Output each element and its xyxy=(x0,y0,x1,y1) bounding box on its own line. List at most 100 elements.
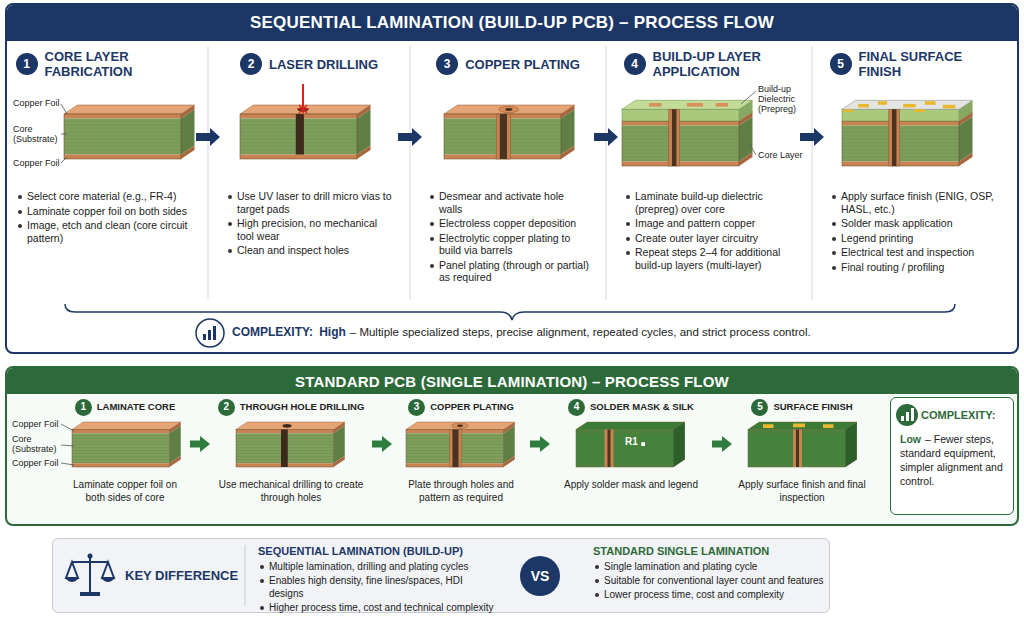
bullet-item: Repeat steps 2–4 for additional build-up… xyxy=(624,246,796,271)
bullet-item: Panel plating (through or partial) as re… xyxy=(428,259,590,284)
bullet-item: Desmear and activate hole walls xyxy=(428,190,590,215)
bullet-list: Use UV laser to drill micro vias to targ… xyxy=(226,190,394,259)
part-label: Copper Foil xyxy=(12,419,60,429)
bullet-item: Image, etch and clean (core circuit patt… xyxy=(16,219,192,244)
step-number: VS xyxy=(531,569,550,583)
step-number: 4 xyxy=(631,58,638,70)
section-heading: SEQUENTIAL LAMINATION (BUILD-UP PCB) – P… xyxy=(250,13,774,33)
process-step: 5 SURFACE FINISH Apply surface finish and … xyxy=(732,396,872,511)
complexity-heading: COMPLEXITY: xyxy=(921,409,995,421)
section-heading: STANDARD PCB (SINGLE LAMINATION) – PROCE… xyxy=(295,373,729,390)
comparison-column: SEQUENTIAL LAMINATION (BUILD-UP)Multiple… xyxy=(258,544,494,615)
step-header: 5 SURFACE FINISH xyxy=(732,396,872,418)
step-description: Apply surface finish and final inspectio… xyxy=(736,478,868,504)
process-step: 4 BUILD-UP LAYER APPLICATION Laminate buil… xyxy=(618,44,800,306)
bullet-item: Enables high density, fine lines/spaces,… xyxy=(258,574,494,600)
step-number: 2 xyxy=(223,402,229,412)
part-label: Copper Foil xyxy=(12,458,60,468)
step-header: 4 BUILD-UP LAYER APPLICATION xyxy=(618,44,800,84)
key-difference-box: KEY DIFFERENCE SEQUENTIAL LAMINATION (BUI… xyxy=(52,538,830,613)
bullet-item: Solder mask application xyxy=(830,217,1008,230)
bullet-item: Suitable for conventional layer count an… xyxy=(593,574,829,587)
bullet-item: High precision, no mechanical tool wear xyxy=(226,217,394,242)
bullet-item: Create outer layer circuitry xyxy=(624,232,796,245)
header-band: SEQUENTIAL LAMINATION (BUILD-UP PCB) – P… xyxy=(7,5,1017,41)
complexity-box: COMPLEXITY:Low– Fewer steps, standard eq… xyxy=(890,397,1014,515)
flow-arrow xyxy=(398,128,422,146)
step-number-circle: VS xyxy=(520,556,560,596)
part-label: Core (Substrate) xyxy=(12,434,60,454)
bullet-item: Apply surface finish (ENIG, OSP, HASL, e… xyxy=(830,190,1008,215)
bullet-item: Laminate copper foil on both sides xyxy=(16,205,192,218)
bullet-list: Laminate build-up dielectric (prepreg) o… xyxy=(624,190,796,273)
step-number-circle: 2 xyxy=(240,53,262,75)
bullet-item: Lower process time, cost and complexity xyxy=(593,588,829,601)
section-panel: SEQUENTIAL LAMINATION (BUILD-UP PCB) – P… xyxy=(5,3,1019,354)
step-number-circle: 3 xyxy=(408,399,425,416)
bullet-item: Single lamination and plating cycle xyxy=(593,560,829,573)
header-band: STANDARD PCB (SINGLE LAMINATION) – PROCE… xyxy=(7,368,1017,394)
comparison-column: STANDARD SINGLE LAMINATION Single laminat… xyxy=(593,544,829,602)
complexity-level: Low xyxy=(900,433,921,445)
bullet-item: Final routing / profiling xyxy=(830,261,1008,274)
bullet-item: Image and pattern copper xyxy=(624,217,796,230)
flow-arrow xyxy=(530,436,550,452)
process-step: 2 LASER DRILLING Use UV laser to drill mic… xyxy=(220,44,398,306)
step-title: SOLDER MASK & SILK xyxy=(590,401,694,413)
flow-arrow xyxy=(800,128,824,146)
step-number: 5 xyxy=(837,58,844,70)
step-title: COPPER PLATING xyxy=(430,401,514,413)
process-step: 3 COPPER PLATING Plate through holes and p… xyxy=(392,396,530,511)
step-number-circle: 3 xyxy=(436,53,458,75)
complexity-row: COMPLEXITY:High– Multiple specialized st… xyxy=(232,325,811,339)
step-number-circle: 4 xyxy=(568,399,585,416)
bullet-list: Desmear and activate hole wallsElectrole… xyxy=(428,190,590,286)
bullet-item: Electrolytic copper plating to build via… xyxy=(428,232,590,257)
bullet-list: Select core material (e.g., FR-4) Laminat… xyxy=(16,190,192,246)
step-header: 5 FINAL SURFACE FINISH xyxy=(824,44,1012,84)
bullet-item: Laminate build-up dielectric (prepreg) o… xyxy=(624,190,796,215)
part-label: Copper Foil xyxy=(13,98,61,108)
bullet-list: Apply surface finish (ENIG, OSP, HASL, e… xyxy=(830,190,1008,275)
step-number-circle: 1 xyxy=(75,399,92,416)
step-header: 1CORE LAYER FABRICATION xyxy=(10,44,196,84)
bullet-item: Electrical test and inspection xyxy=(830,246,1008,259)
step-description: Apply solder mask and legend xyxy=(554,478,708,491)
step-header: 2 THROUGH HOLE DRILLING xyxy=(210,396,372,418)
bullet-item: Legend printing xyxy=(830,232,1008,245)
step-number: 3 xyxy=(444,58,451,70)
process-step: 4 SOLDER MASK & SILK Apply solder mask and… xyxy=(550,396,712,511)
step-header: 4 SOLDER MASK & SILK xyxy=(550,396,712,418)
section-panel: STANDARD PCB (SINGLE LAMINATION) – PROCE… xyxy=(5,366,1019,526)
bullet-item: Clean and inspect holes xyxy=(226,244,394,257)
flow-arrow xyxy=(196,128,220,146)
flow-arrow xyxy=(712,436,732,452)
step-title: SURFACE FINISH xyxy=(773,401,852,413)
step-description: Plate through holes and pattern as requi… xyxy=(396,478,526,504)
step-header: 2 LASER DRILLING xyxy=(220,44,398,84)
step-description: Laminate copper foil on both sides of co… xyxy=(64,478,186,504)
step-number: 5 xyxy=(757,402,763,412)
process-step: 1CORE LAYER FABRICATION Select core mater… xyxy=(10,44,196,306)
key-heading: KEY DIFFERENCE xyxy=(125,568,238,583)
step-title: BUILD-UP LAYER APPLICATION xyxy=(653,49,795,79)
step-number-circle: 5 xyxy=(751,399,768,416)
step-title: THROUGH HOLE DRILLING xyxy=(240,401,365,413)
process-step: 3COPPER PLATINGDesmear and activate hole… xyxy=(422,44,594,306)
flow-arrow xyxy=(372,436,392,452)
part-label: Core (Substrate) xyxy=(13,124,61,144)
step-number: 2 xyxy=(248,58,255,70)
bullet-item: Electroless copper deposition xyxy=(428,217,590,230)
column-heading: STANDARD SINGLE LAMINATION xyxy=(593,544,829,558)
silkscreen-label: R1 xyxy=(625,437,638,447)
complexity-note: – Multiple specialized steps, precise al… xyxy=(350,326,811,338)
bullet-item: Use UV laser to drill micro vias to targ… xyxy=(226,190,394,215)
bullet-item: Select core material (e.g., FR-4) xyxy=(16,190,192,203)
column-heading: SEQUENTIAL LAMINATION (BUILD-UP) xyxy=(258,544,494,558)
step-title: FINAL SURFACE FINISH xyxy=(859,49,1007,79)
step-title: LASER DRILLING xyxy=(269,57,378,72)
step-header: 3 COPPER PLATING xyxy=(392,396,530,418)
part-label: Copper Foil xyxy=(13,158,61,168)
